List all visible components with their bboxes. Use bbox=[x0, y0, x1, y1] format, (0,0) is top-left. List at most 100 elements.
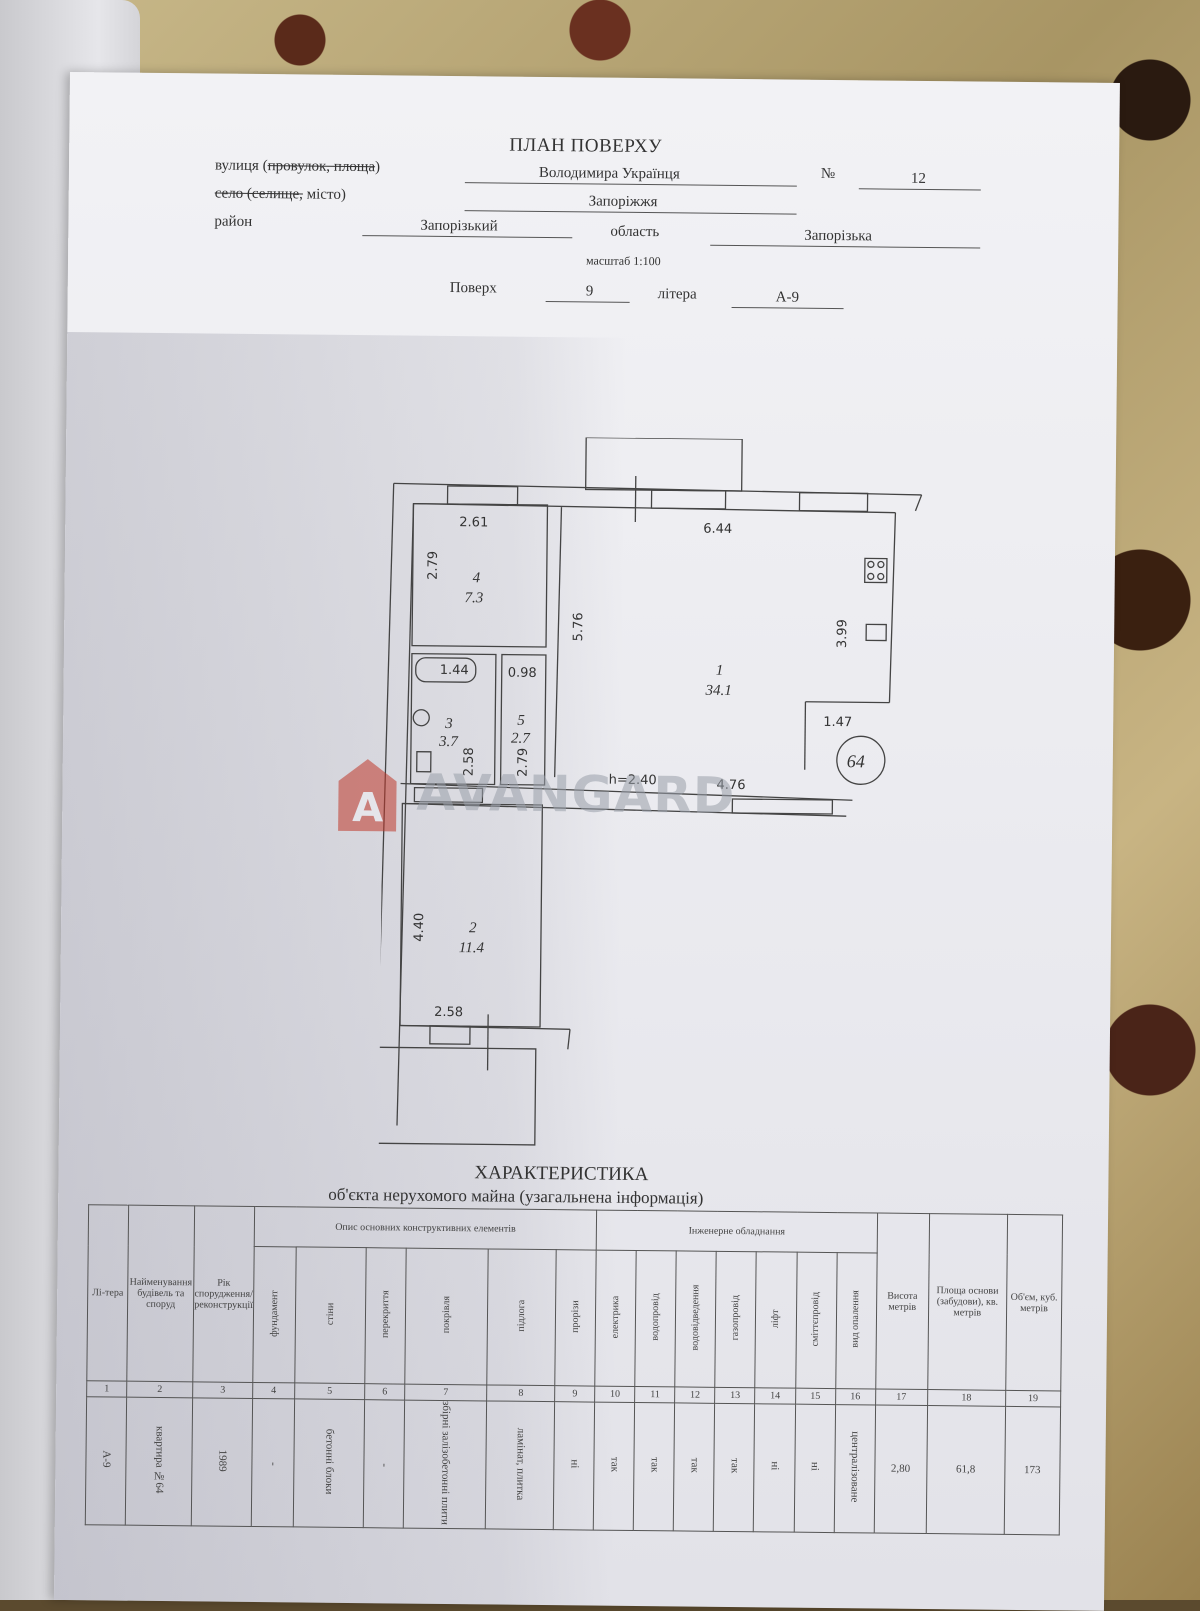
bottom-balcony bbox=[379, 1047, 536, 1145]
cell-ceilings: - bbox=[363, 1400, 404, 1528]
number-value: 12 bbox=[911, 171, 926, 188]
scale-text: масштаб 1:100 bbox=[586, 253, 661, 269]
col-number: 4 bbox=[253, 1382, 295, 1398]
cell-name: квартира №64 bbox=[125, 1397, 192, 1526]
dim-6-44: 6.44 bbox=[703, 522, 732, 537]
col-letter-header: Лі-тера bbox=[87, 1205, 129, 1381]
dim-1-47: 1.47 bbox=[823, 715, 852, 730]
dim-5-76: 5.76 bbox=[571, 612, 586, 641]
col-heating-label: вид опалення bbox=[850, 1291, 862, 1348]
col-water-header: водопровід bbox=[635, 1250, 676, 1386]
col-number: 11 bbox=[635, 1386, 675, 1402]
room-2-area: 11.4 bbox=[459, 940, 485, 956]
stove bbox=[865, 558, 887, 582]
district-label: район bbox=[214, 214, 252, 231]
col-number: 6 bbox=[365, 1384, 405, 1400]
cell-walls: бетонні блоки bbox=[293, 1399, 364, 1528]
corridor-wall bbox=[555, 507, 562, 777]
col-number: 14 bbox=[755, 1388, 795, 1404]
col-number: 18 bbox=[927, 1390, 1005, 1407]
wall-step-down bbox=[805, 702, 806, 770]
cell-lift-value: ні bbox=[768, 1462, 781, 1471]
room-3-number: 3 bbox=[444, 716, 453, 732]
stove-burner bbox=[878, 573, 884, 579]
cell-letter: А-9 bbox=[85, 1397, 126, 1525]
characteristics-subtitle: об'єкта нерухомого майна (узагальнена ін… bbox=[328, 1185, 703, 1209]
window-top-3 bbox=[799, 493, 867, 512]
street-label: вулиця (провулок, площа) bbox=[215, 158, 380, 177]
cell-name-value: квартира №64 bbox=[152, 1426, 165, 1494]
col-number: 3 bbox=[193, 1382, 253, 1399]
watermark: A AVANGARD bbox=[334, 755, 401, 841]
col-lift-label: ліфт bbox=[770, 1309, 782, 1328]
cell-drainage-value: так bbox=[688, 1458, 701, 1473]
cell-roof: збірні залізобетонні плити bbox=[403, 1400, 486, 1529]
cell-heating-value: централізоване bbox=[848, 1432, 861, 1503]
col-lift-header: ліфт bbox=[755, 1252, 796, 1388]
col-electric-header: електрика bbox=[595, 1250, 636, 1386]
street-label-strike: провулок, площа bbox=[268, 158, 376, 175]
col-area-header: Площа основи (забудови), кв. метрів bbox=[927, 1214, 1007, 1391]
cell-walls-value: бетонні блоки bbox=[322, 1429, 335, 1495]
col-roof-header: покрівля bbox=[405, 1248, 489, 1385]
logo-letter: A bbox=[352, 785, 383, 831]
cell-openings-value: ні bbox=[568, 1460, 581, 1469]
col-number: 12 bbox=[675, 1387, 715, 1403]
floor-value: 9 bbox=[586, 283, 594, 300]
cell-gas: так bbox=[714, 1403, 755, 1531]
inner-wall-right bbox=[889, 513, 895, 703]
col-ceilings-header: перекриття bbox=[365, 1248, 406, 1384]
floor-label: Поверх bbox=[450, 280, 497, 297]
col-number: 2 bbox=[127, 1381, 193, 1398]
col-height-header: Висота метрів bbox=[875, 1213, 929, 1390]
cell-water: так bbox=[634, 1402, 675, 1530]
cell-area: 61,8 bbox=[926, 1406, 1005, 1535]
col-openings-header: прорізи bbox=[555, 1250, 596, 1386]
col-gas-header: газопровід bbox=[715, 1251, 756, 1387]
cell-foundation-value: - bbox=[267, 1462, 280, 1466]
window-top-2 bbox=[651, 490, 725, 509]
dim-0-98: 0.98 bbox=[508, 666, 537, 681]
col-number: 19 bbox=[1005, 1390, 1060, 1407]
region-value: Запорізька bbox=[804, 228, 872, 246]
window-mid-2 bbox=[732, 799, 832, 814]
col-drainage-header: водовідведення bbox=[675, 1251, 716, 1387]
col-water-label: водопровід bbox=[650, 1293, 662, 1341]
sink bbox=[413, 710, 429, 726]
city-label-b: місто) bbox=[303, 186, 346, 202]
col-number: 10 bbox=[595, 1386, 635, 1402]
region-label: область bbox=[610, 224, 659, 242]
col-number: 7 bbox=[405, 1384, 487, 1401]
cell-year: 1989 bbox=[191, 1398, 252, 1526]
letter-label: літера bbox=[658, 286, 697, 303]
page-title: ПЛАН ПОВЕРХУ bbox=[509, 135, 662, 159]
number-label: № bbox=[821, 166, 835, 183]
cell-drainage: так bbox=[674, 1403, 715, 1531]
cell-heating: централізоване bbox=[834, 1405, 875, 1533]
city-label: село (селище, місто) bbox=[215, 186, 346, 204]
cell-ceilings-value: - bbox=[378, 1463, 391, 1467]
cell-letter-value: А-9 bbox=[100, 1451, 113, 1468]
room-4-area: 7.3 bbox=[464, 590, 483, 606]
dim-4-40: 4.40 bbox=[412, 913, 427, 942]
col-number: 9 bbox=[555, 1386, 595, 1402]
district-underline bbox=[362, 235, 572, 238]
col-number: 5 bbox=[295, 1383, 365, 1400]
letter-value: А-9 bbox=[776, 289, 800, 306]
dim-2-58-bottom: 2.58 bbox=[434, 1005, 463, 1020]
wall-break bbox=[915, 495, 921, 511]
watermark-logo-icon: A bbox=[334, 755, 401, 836]
col-walls-header: стіни bbox=[295, 1247, 366, 1384]
number-underline bbox=[859, 188, 981, 190]
col-foundation-label: фундамент bbox=[268, 1290, 280, 1337]
col-electric-label: електрика bbox=[610, 1295, 622, 1338]
dim-3-99: 3.99 bbox=[835, 619, 850, 648]
col-floor-label: підлога bbox=[516, 1300, 528, 1332]
cell-foundation: - bbox=[251, 1398, 294, 1526]
cell-floor-value: ламінат, плитка bbox=[513, 1427, 526, 1500]
col-foundation-header: фундамент bbox=[253, 1246, 296, 1382]
cell-volume: 173 bbox=[1004, 1406, 1061, 1534]
col-name-header: Найменування будівель та споруд bbox=[127, 1205, 195, 1382]
cell-garbage: ні bbox=[794, 1404, 835, 1532]
col-walls-label: стіни bbox=[325, 1303, 337, 1325]
